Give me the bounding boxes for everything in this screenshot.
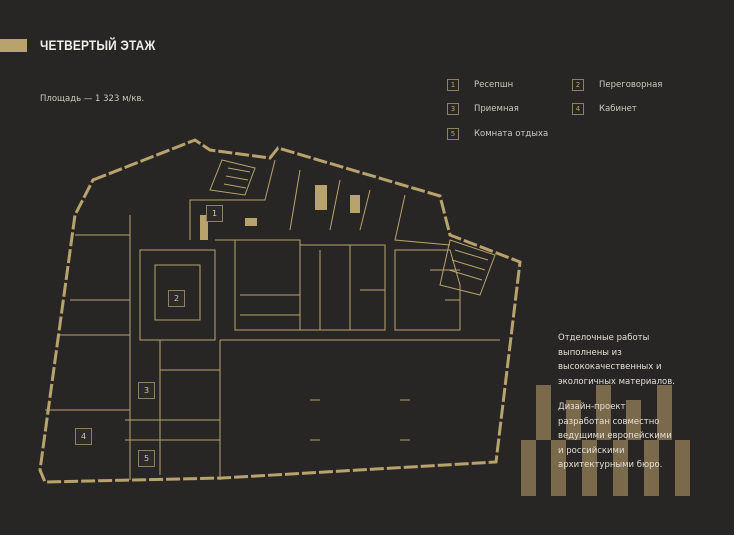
plan-marker-office: 4	[75, 428, 92, 445]
note-line: Отделочные работы	[558, 333, 650, 343]
legend-number: 3	[447, 103, 459, 115]
accent-bar	[0, 39, 27, 52]
note-line: высококачественных и	[558, 362, 662, 372]
legend-number: 2	[572, 79, 584, 91]
note-line: ведущими европейскими	[558, 431, 672, 441]
note-line: экологичных материалов.	[558, 376, 675, 387]
legend-item: 1 Ресепшн	[447, 79, 513, 91]
legend-label: Кабинет	[599, 104, 637, 114]
note-line: разработан совместно	[558, 416, 660, 427]
legend-item: 2 Переговорная	[572, 79, 662, 91]
plan-marker-waiting-room: 3	[138, 382, 155, 399]
page-title: ЧЕТВЕРТЫЙ ЭТАЖ	[40, 37, 156, 53]
note-line: выполнены из	[558, 347, 622, 358]
plan-marker-meeting-room: 2	[168, 290, 185, 307]
note-line: архитектурными бюро.	[558, 460, 663, 470]
note-line: и российскими	[558, 445, 625, 456]
legend-label: Комната отдыха	[474, 129, 549, 139]
legend-item: 3 Приемная	[447, 103, 519, 115]
note-finishing: Отделочные работы выполнены из высококач…	[558, 331, 675, 389]
legend-number: 5	[447, 128, 459, 140]
legend-item: 5 Комната отдыха	[447, 128, 548, 140]
outer-wall	[38, 138, 522, 484]
legend-label: Ресепшн	[474, 80, 514, 90]
legend-number: 1	[447, 79, 459, 91]
floor-area: Площадь — 1 323 м/кв.	[40, 94, 145, 104]
note-line: Дизайн-проект	[558, 402, 626, 412]
legend-number: 4	[572, 103, 584, 115]
legend-label: Приемная	[474, 104, 519, 114]
plan-marker-lounge: 5	[138, 450, 155, 467]
note-design: Дизайн-проект разработан совместно ведущ…	[558, 400, 672, 473]
legend-label: Переговорная	[599, 80, 663, 90]
plan-marker-reception: 1	[206, 205, 223, 222]
legend-item: 4 Кабинет	[572, 103, 637, 115]
